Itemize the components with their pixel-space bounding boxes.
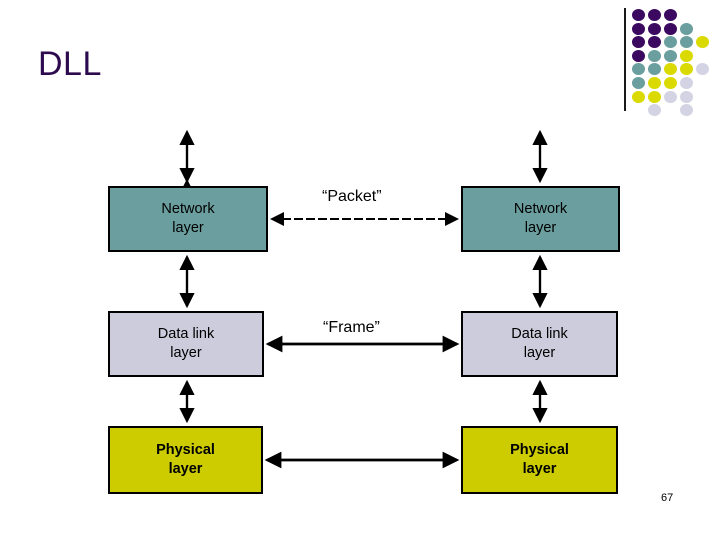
logo-dot: [648, 63, 661, 76]
logo-dot: [696, 63, 709, 76]
logo-dot: [680, 49, 693, 62]
layer-box-datalink-right[interactable]: Data link layer: [461, 311, 618, 377]
page-title: DLL: [38, 45, 102, 83]
logo-dot: [648, 36, 661, 49]
logo-dot: [664, 9, 677, 21]
connector-label-packet: “Packet”: [322, 188, 382, 205]
layer-box-datalink-left[interactable]: Data link layer: [108, 311, 264, 377]
logo-dot: [680, 22, 693, 35]
logo-dot: [664, 36, 677, 49]
layer-box-physical-right[interactable]: Physical layer: [461, 426, 618, 494]
logo-dot: [648, 9, 661, 21]
logo-divider-line: [624, 8, 626, 111]
connector-label-frame: “Frame”: [323, 319, 380, 336]
layer-box-label: Network layer: [513, 201, 568, 236]
layer-box-network-left[interactable]: Network layer: [108, 186, 268, 252]
logo-dot: [696, 36, 709, 49]
logo-dot: [648, 104, 661, 117]
logo-dot: [648, 77, 661, 89]
logo-dot: [664, 63, 677, 76]
logo-dot: [680, 90, 693, 103]
logo-dot: [632, 22, 645, 35]
layer-box-label: Physical layer: [156, 442, 215, 477]
logo-dot: [632, 63, 645, 76]
logo-dot: [664, 77, 677, 89]
page-number: 67: [661, 492, 674, 504]
logo-dot: [632, 36, 645, 49]
layer-box-label: Data link layer: [511, 326, 568, 361]
logo-dot: [680, 104, 693, 117]
logo-dot: [632, 49, 645, 62]
logo-dot: [680, 77, 693, 89]
layer-box-network-right[interactable]: Network layer: [461, 186, 620, 252]
logo-dot: [632, 77, 645, 89]
layer-box-label: Data link layer: [157, 326, 215, 361]
logo-dot: [632, 90, 645, 103]
logo-dot: [680, 63, 693, 76]
logo-dot: [648, 22, 661, 35]
logo-dot: [664, 49, 677, 62]
logo-dot: [680, 36, 693, 49]
logo-dot: [648, 49, 661, 62]
logo-dot: [664, 90, 677, 103]
layer-box-physical-left[interactable]: Physical layer: [108, 426, 263, 494]
logo-dot: [664, 22, 677, 35]
layer-box-label: Physical layer: [510, 442, 569, 477]
dot-grid-logo: [624, 6, 720, 117]
layer-box-label: Network layer: [161, 201, 215, 236]
logo-dot: [632, 9, 645, 21]
logo-dot: [648, 90, 661, 103]
